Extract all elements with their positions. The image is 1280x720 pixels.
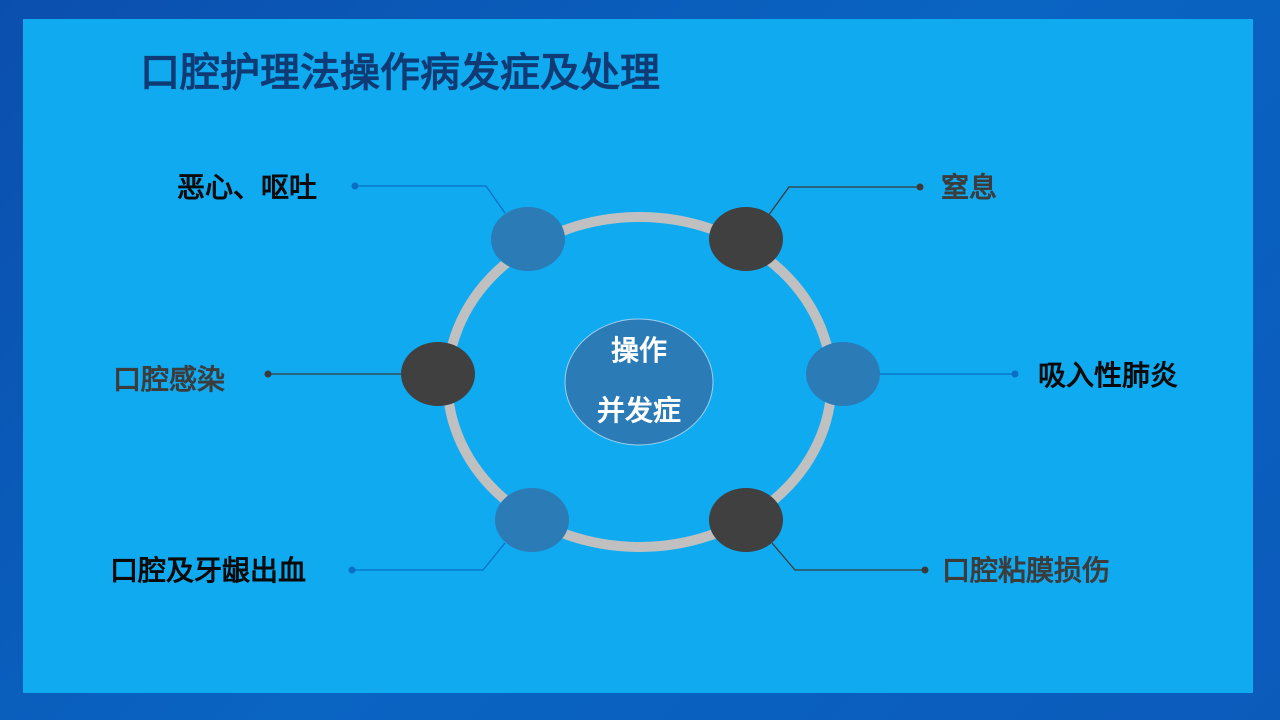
connector-top-left xyxy=(351,182,506,214)
node-top-right xyxy=(709,207,783,271)
label-oral-infection: 口腔感染 xyxy=(113,363,226,396)
label-nausea-vomiting: 恶心、呕吐 xyxy=(177,171,318,204)
center-label-line2: 并发症 xyxy=(596,394,681,427)
center-node xyxy=(564,318,714,446)
center-label-line1: 操作 xyxy=(610,334,667,367)
node-middle-right xyxy=(806,342,880,406)
node-bottom-right xyxy=(709,488,783,552)
node-bottom-left xyxy=(495,488,569,552)
node-top-left xyxy=(491,207,565,271)
connector-middle-right xyxy=(878,370,1019,378)
slide-title: 口腔护理法操作病发症及处理 xyxy=(140,50,660,96)
label-aspiration-pneumonia: 吸入性肺炎 xyxy=(1038,359,1179,392)
label-asphyxia: 窒息 xyxy=(941,171,998,204)
connector-bottom-right xyxy=(771,542,929,574)
node-middle-left xyxy=(401,342,475,406)
connector-top-right xyxy=(767,183,924,217)
connector-bottom-left xyxy=(348,542,506,574)
label-oral-mucosa-injury: 口腔粘膜损伤 xyxy=(942,554,1111,587)
label-oral-gum-bleeding: 口腔及牙龈出血 xyxy=(110,554,307,587)
connector-middle-left xyxy=(264,370,402,378)
